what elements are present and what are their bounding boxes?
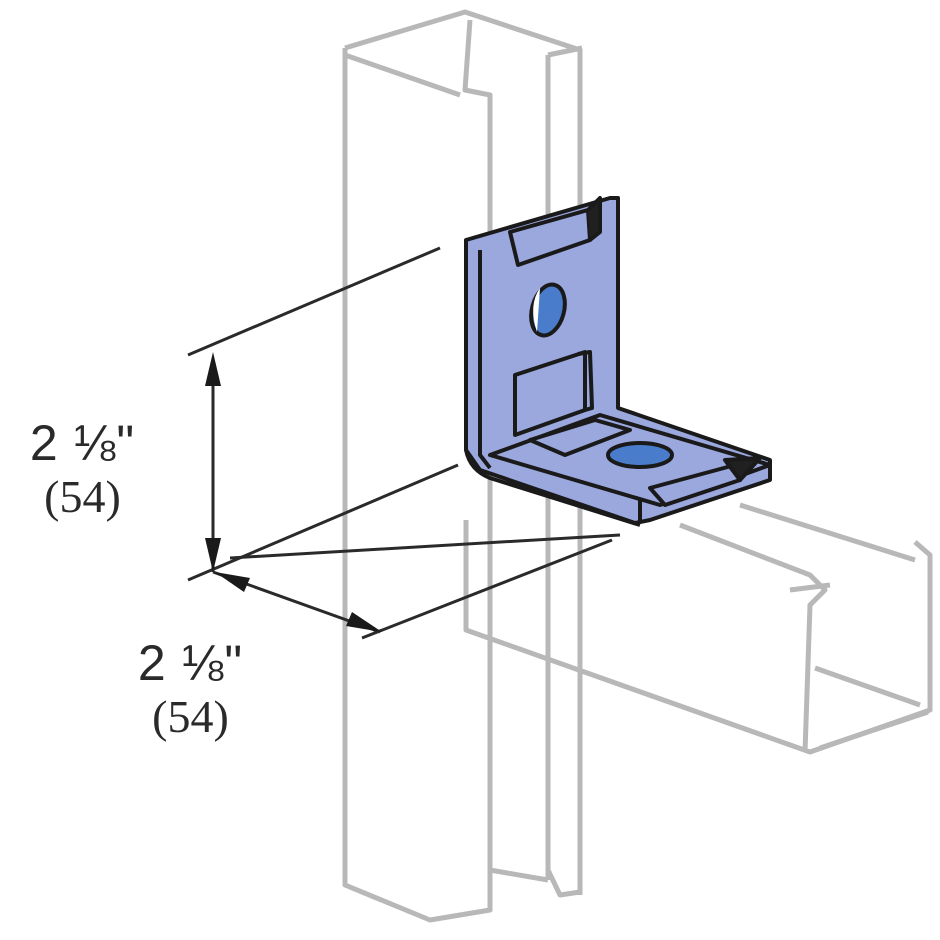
arrow-down-icon bbox=[205, 538, 221, 572]
horizontal-dimension-imperial: 2 ⅛" bbox=[137, 635, 244, 691]
dimension-lines bbox=[187, 246, 621, 640]
vertical-dimension-label: 2 ⅛" (54) bbox=[0, 418, 165, 520]
vertical-dimension-imperial: 2 ⅛" bbox=[29, 415, 136, 471]
horizontal-channel bbox=[463, 502, 933, 910]
dimension-arrowheads bbox=[205, 352, 382, 632]
horizontal-dimension-label: 2 ⅛" (54) bbox=[108, 638, 273, 740]
arrow-right-icon bbox=[346, 612, 382, 632]
arrow-up-icon bbox=[205, 352, 221, 386]
angle-bracket bbox=[464, 196, 772, 527]
vertical-dimension-metric: (54) bbox=[44, 471, 121, 522]
horizontal-dimension-metric: (54) bbox=[152, 691, 229, 742]
arrow-left-icon bbox=[215, 572, 250, 592]
